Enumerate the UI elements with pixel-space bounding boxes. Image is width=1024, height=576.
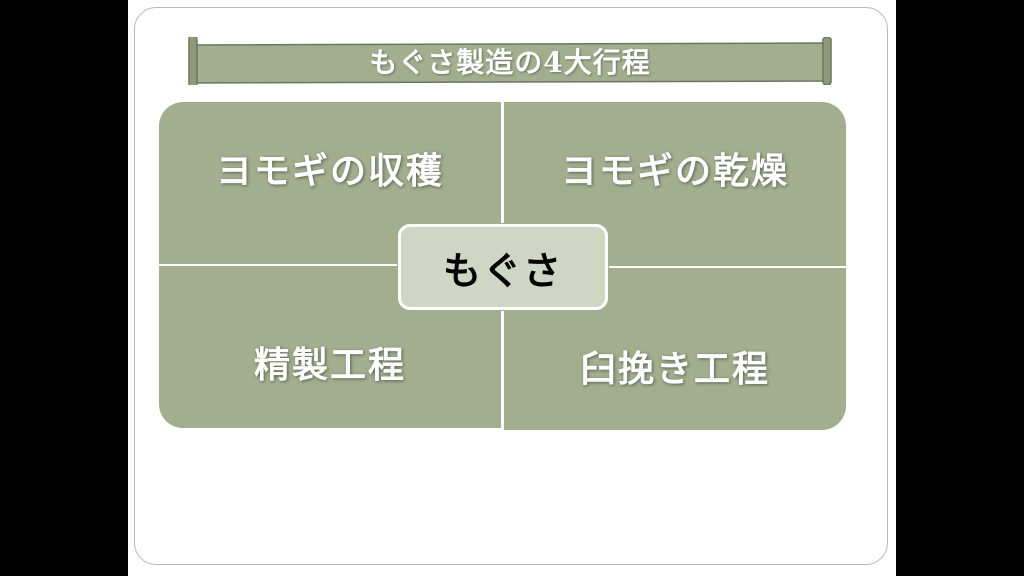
quadrant-harvest: ヨモギの収穫 <box>159 102 501 264</box>
slide: もぐさ製造の4大行程 ヨモギの収穫 ヨモギの乾燥 精製工程 臼挽き工程 もぐさ <box>128 0 896 576</box>
quadrant-label-drying: ヨモギの乾燥 <box>560 151 789 192</box>
center-label: もぐさ <box>442 248 563 293</box>
center-box: もぐさ <box>398 224 608 310</box>
scroll-shape <box>188 37 832 85</box>
title-scroll-banner: もぐさ製造の4大行程 <box>185 37 835 85</box>
quadrant-label-refining: 精製工程 <box>253 345 406 386</box>
slide-title: もぐさ製造の4大行程 <box>369 46 651 79</box>
quadrant-refining: 精製工程 <box>159 266 501 428</box>
quadrant-label-harvest: ヨモギの収穫 <box>215 151 444 192</box>
quadrant-drying: ヨモギの乾燥 <box>504 102 846 266</box>
quadrant-label-grinding: 臼挽き工程 <box>579 349 770 390</box>
